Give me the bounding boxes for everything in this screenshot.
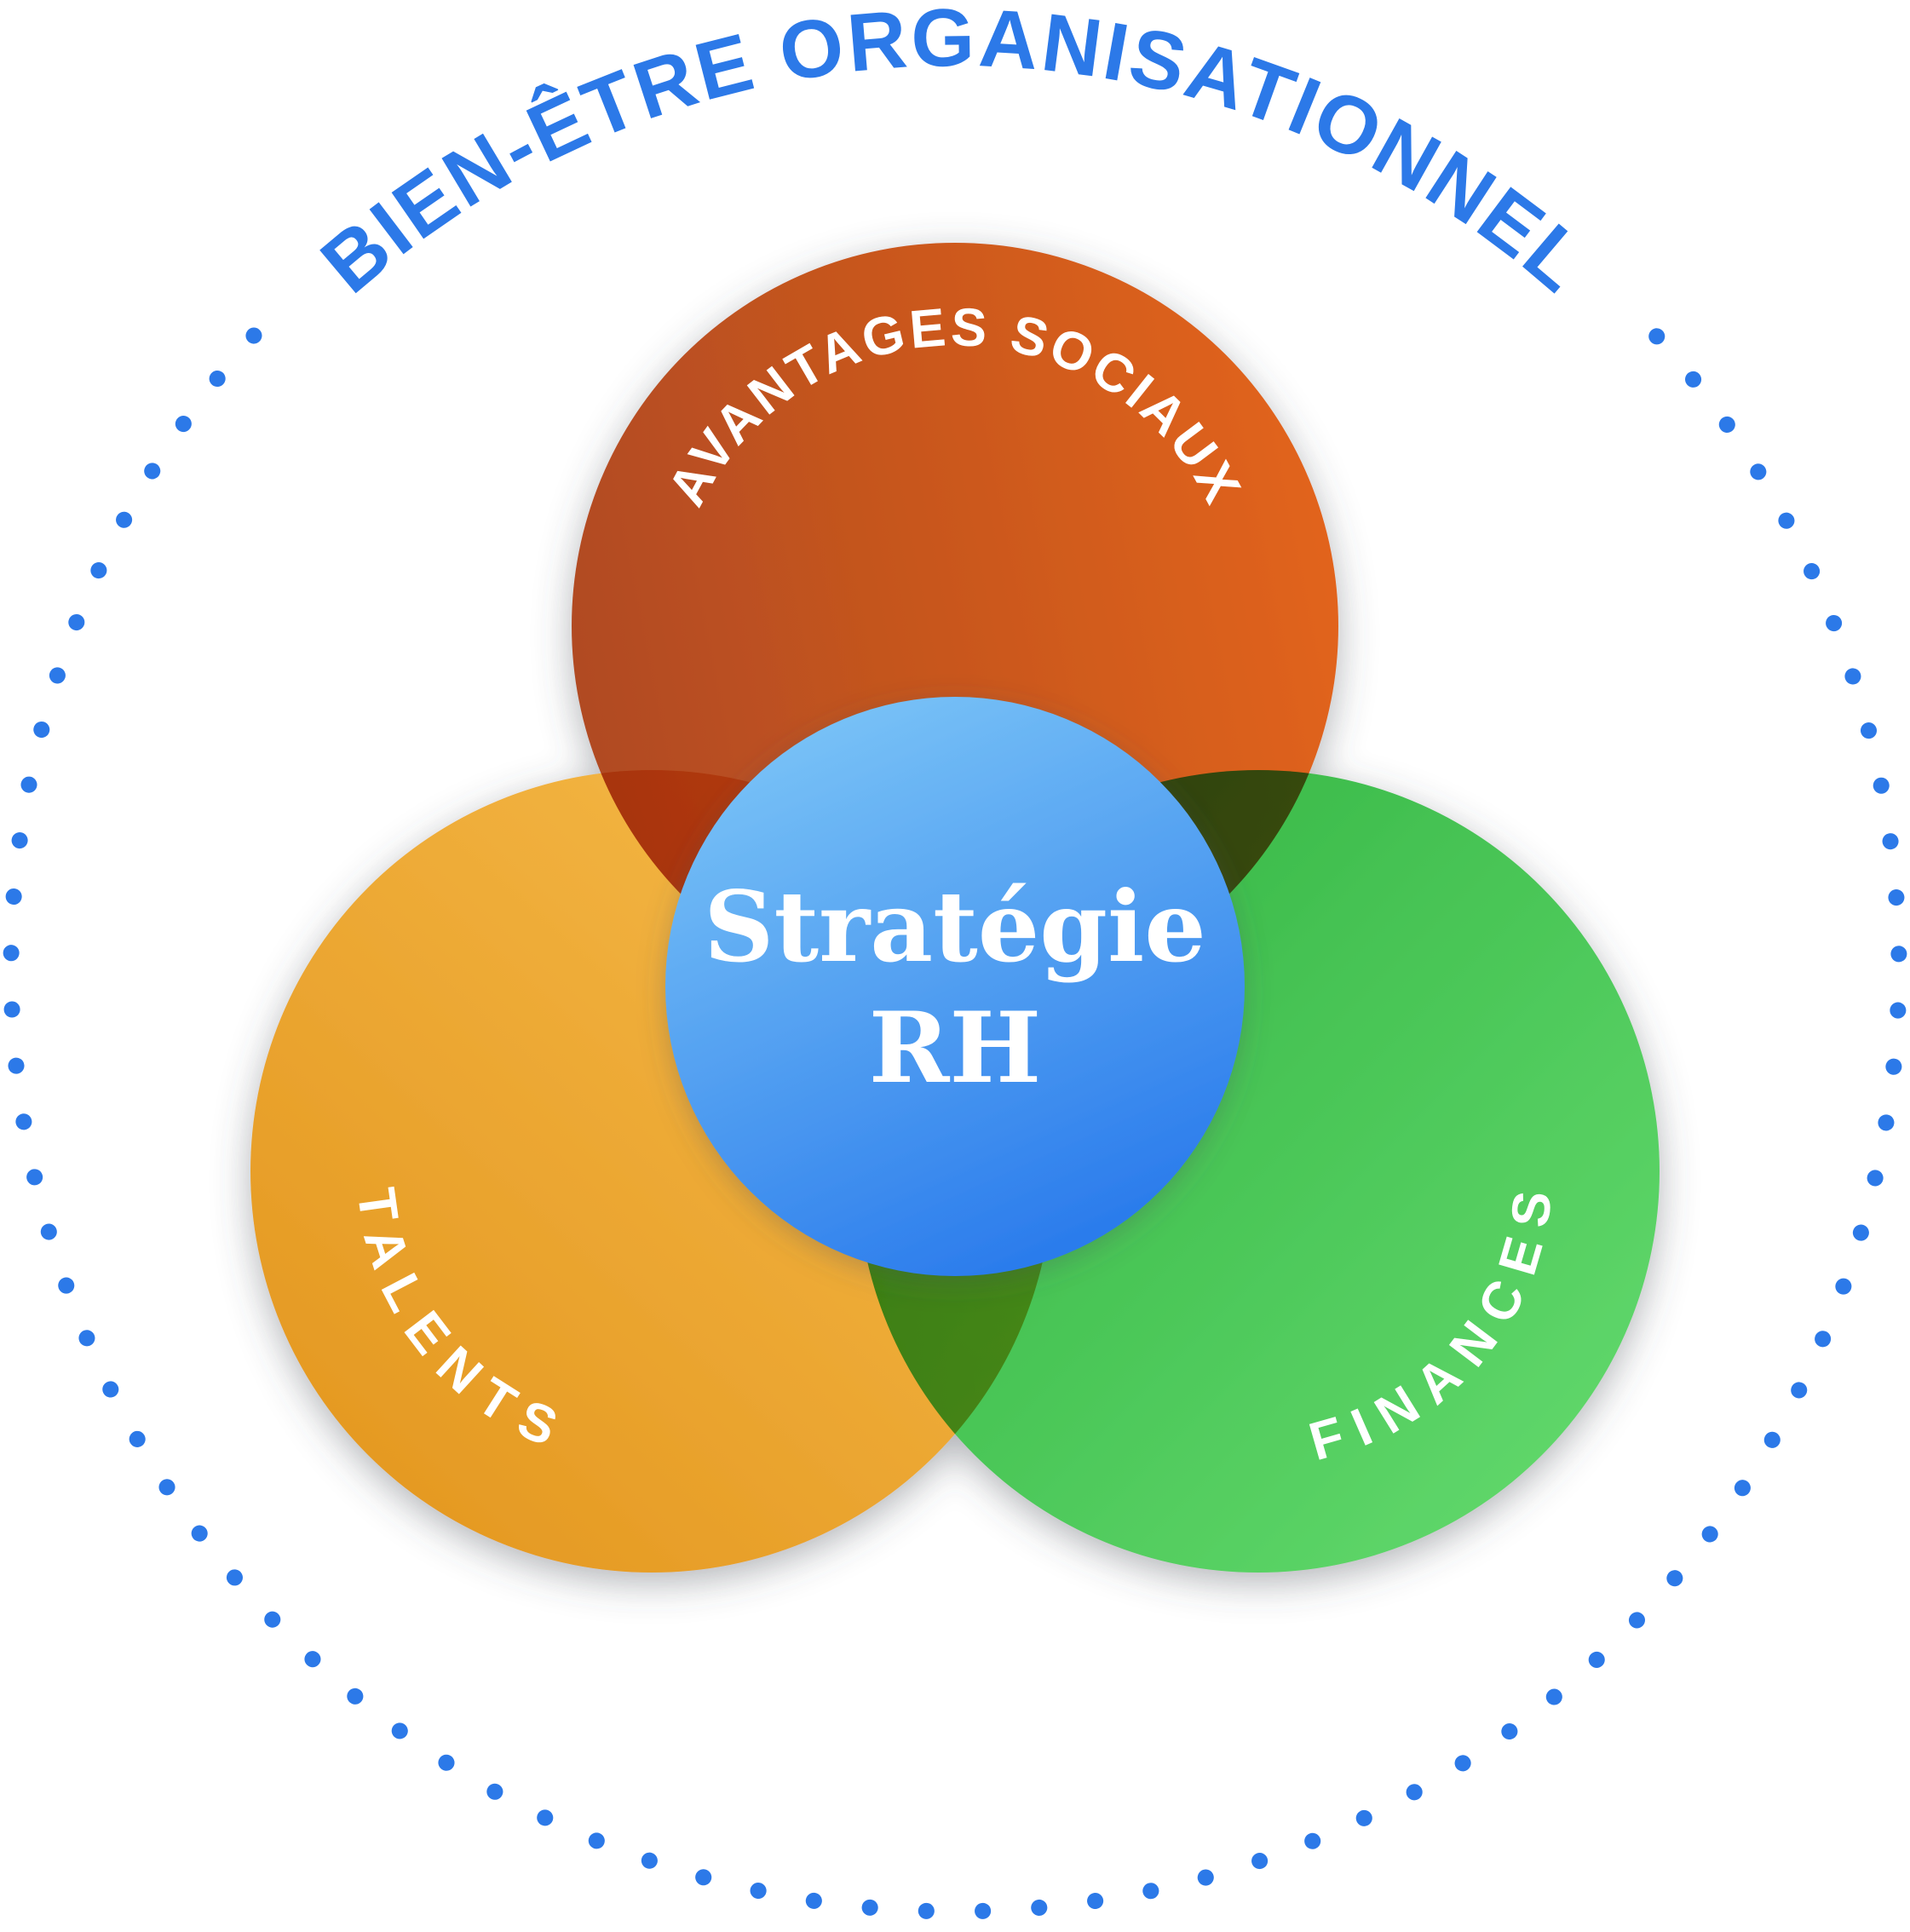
center-label-line1: Stratégie xyxy=(704,870,1206,984)
circle-strategie-rh xyxy=(665,697,1245,1276)
center-label-line2: RH xyxy=(869,991,1041,1105)
